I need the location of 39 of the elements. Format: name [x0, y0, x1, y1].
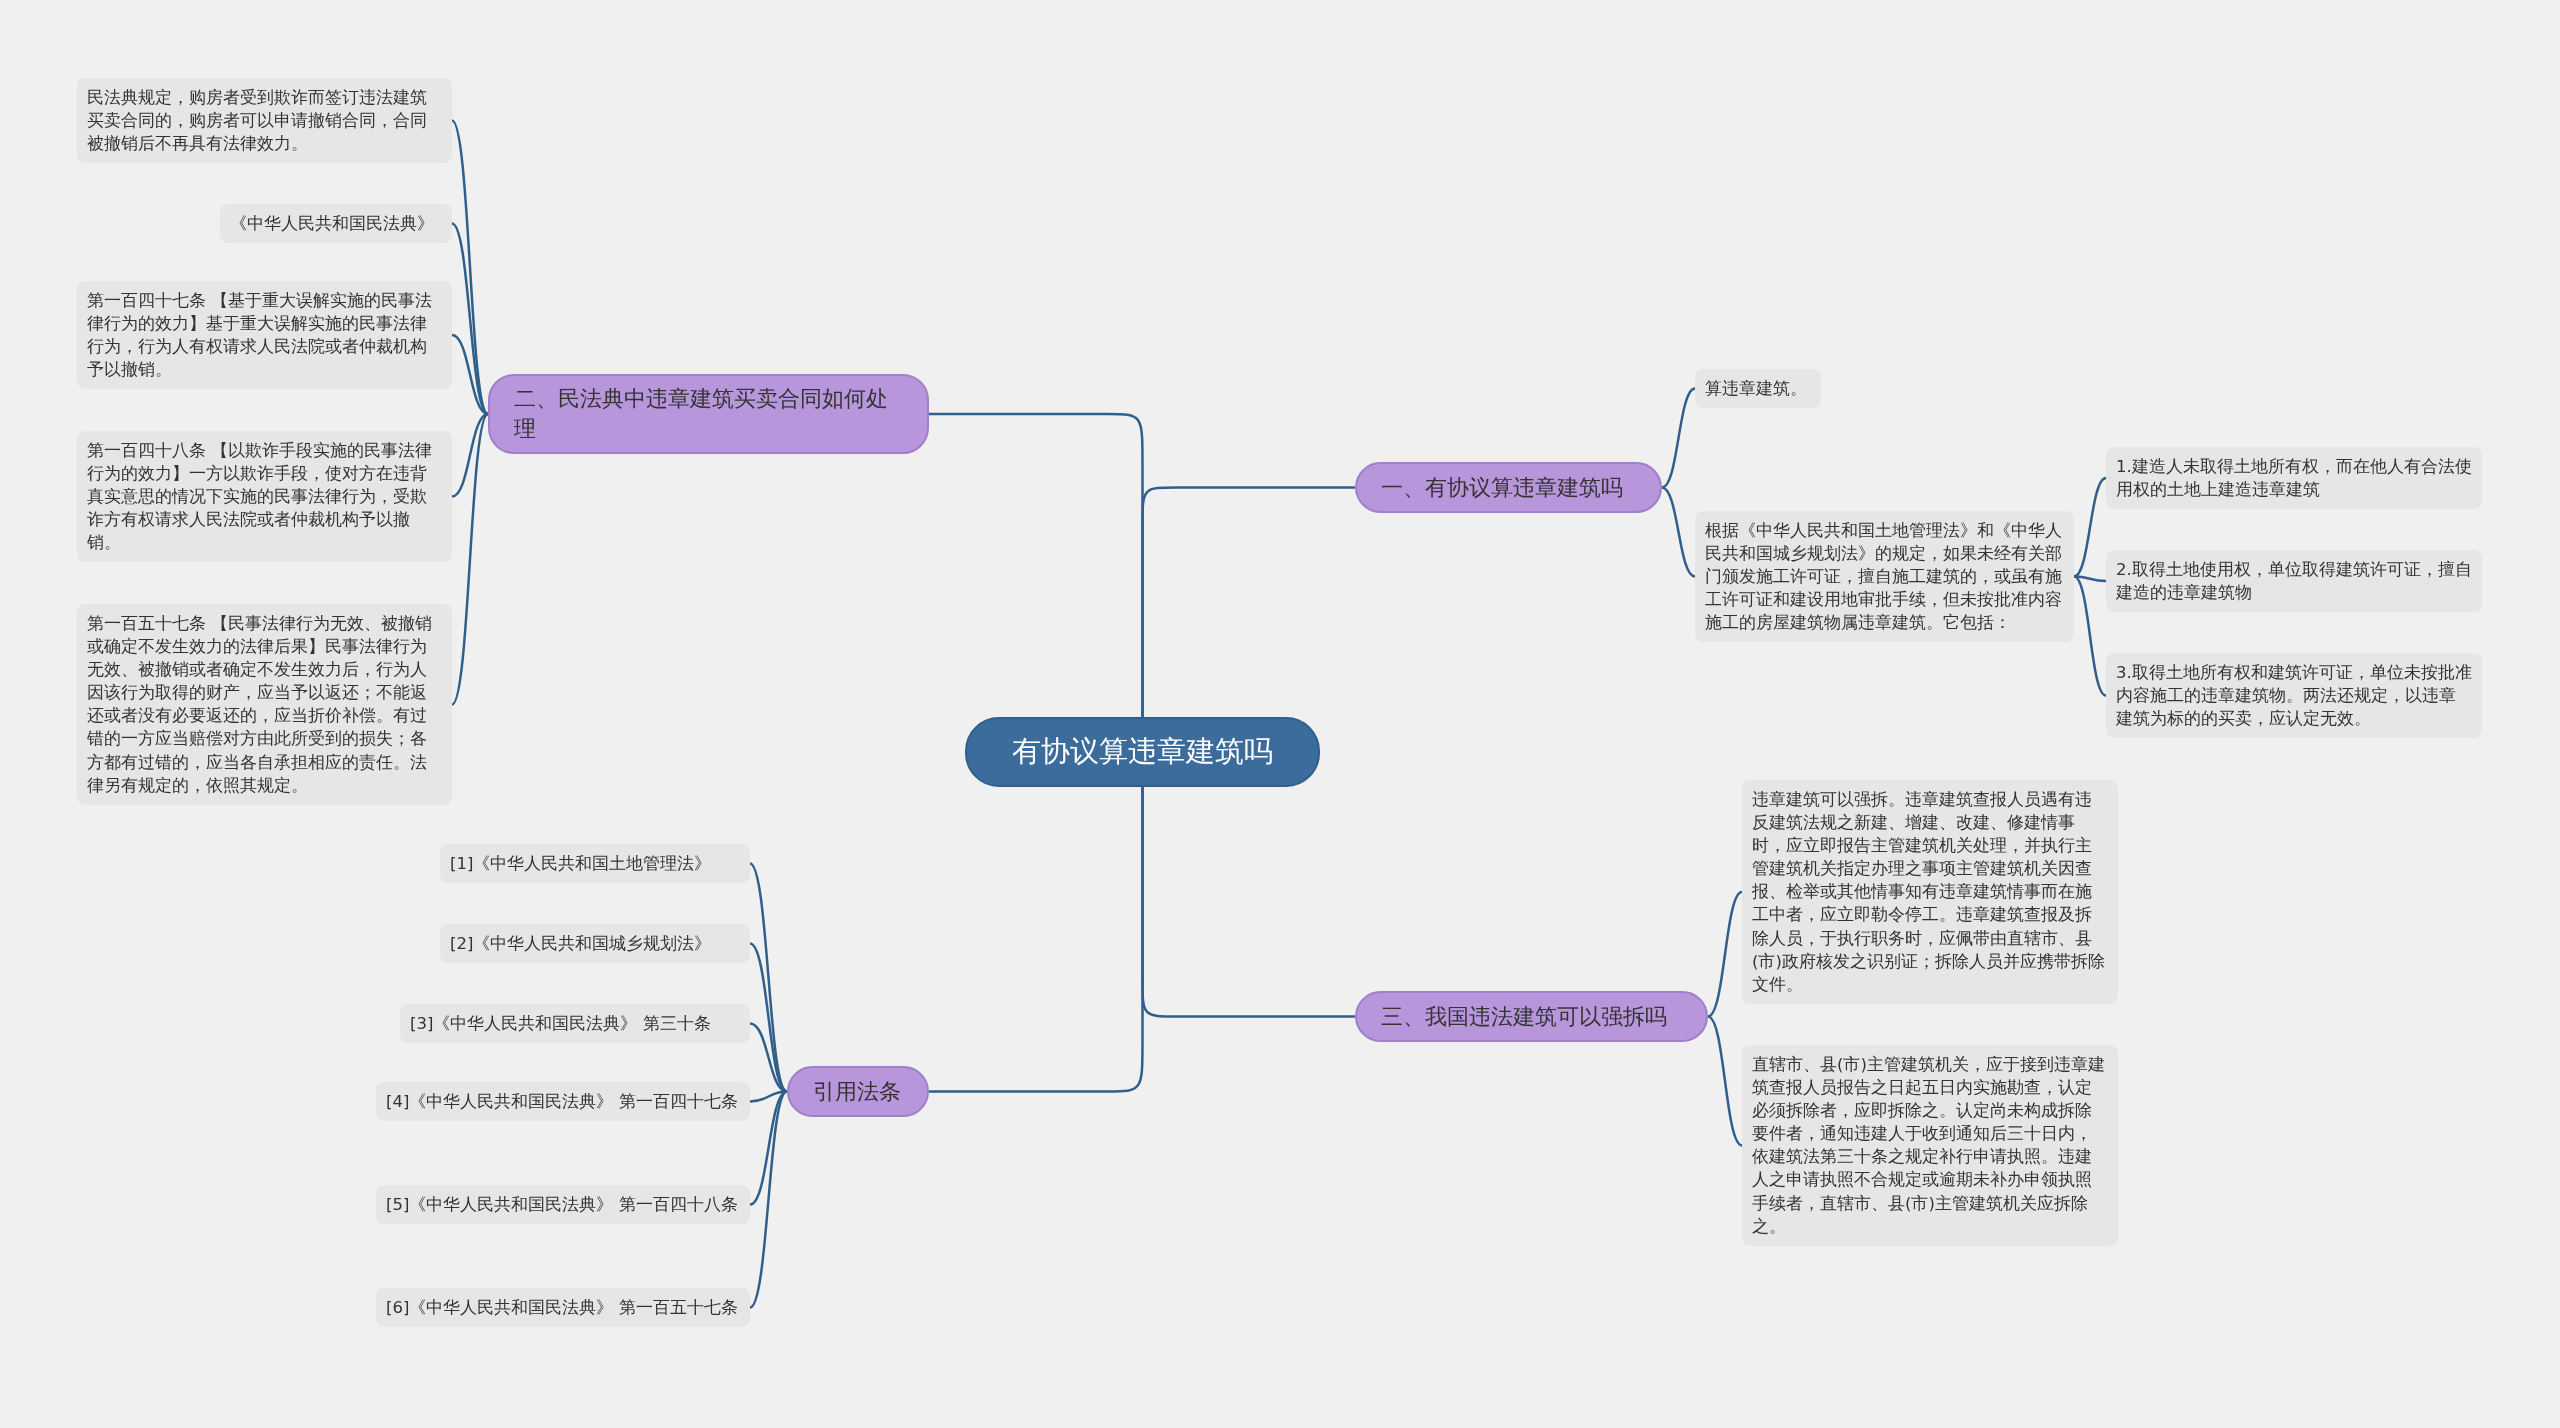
text-card: 第一百四十八条 【以欺诈手段实施的民事法律行为的效力】一方以欺诈手段，使对方在违背真实意思的情况下实施的民事法律行为，受欺诈方有权请求人民法院或者仲裁机构予以撤销。: [77, 431, 452, 563]
text-card: 民法典规定，购房者受到欺诈而签订违法建筑买卖合同的，购房者可以申请撤销合同，合同被撤销后不再具有法律效力。: [77, 78, 452, 164]
connector-line: [451, 222, 489, 415]
branch-topic: 一、有协议算违章建筑吗: [1355, 462, 1662, 513]
connector-line: [929, 787, 1144, 1093]
connector-line: [1707, 890, 1743, 1018]
connector-line: [1661, 486, 1696, 578]
text-card: [3]《中华人民共和国民法典》 第三十条: [400, 1004, 750, 1044]
branch-topic: 引用法条: [787, 1066, 929, 1117]
text-card: 1.建造人未取得土地所有权，而在他人有合法使用权的土地上建造违章建筑: [2106, 447, 2482, 510]
text-card: 直辖市、县(市)主管建筑机关，应于接到违章建筑查报人员报告之日起五日内实施勘查，认定必须拆除者，应即拆除之。认定尚未构成拆除要件者，通知违建人于收到通知后三十日内，依建筑法第三十条之规定补行申请执照。违建人之申请执照不合规定或逾期未补办申领执照手续者，直辖市、县(市)主管建筑机关应拆除之。: [1742, 1045, 2118, 1246]
central-topic: 有协议算违章建筑吗: [965, 717, 1320, 787]
text-card: 《中华人民共和国民法典》: [220, 204, 452, 244]
connector-line: [749, 942, 788, 1093]
connector-line: [1661, 387, 1696, 489]
connector-line: [2073, 575, 2107, 697]
connector-line: [2073, 476, 2107, 578]
text-card: [4]《中华人民共和国民法典》 第一百四十七条: [376, 1082, 750, 1122]
text-card: 2.取得土地使用权，单位取得建筑许可证，擅自建造的违章建筑物: [2106, 550, 2482, 613]
connector-line: [451, 413, 489, 706]
branch-topic: 三、我国违法建筑可以强拆吗: [1355, 991, 1708, 1042]
text-card: [5]《中华人民共和国民法典》 第一百四十八条: [376, 1185, 750, 1225]
branch-topic: 二、民法典中违章建筑买卖合同如何处理: [488, 374, 929, 454]
connector-line: [929, 412, 1144, 717]
connector-line: [749, 862, 788, 1093]
connector-line: [451, 412, 489, 498]
text-card: [2]《中华人民共和国城乡规划法》: [440, 924, 750, 964]
text-card: [6]《中华人民共和国民法典》 第一百五十七条: [376, 1288, 750, 1328]
text-card: 算违章建筑。: [1695, 369, 1821, 409]
text-card: 第一百四十七条 【基于重大误解实施的民事法律行为的效力】基于重大误解实施的民事法律行为，行为人有权请求人民法院或者仲裁机构予以撤销。: [77, 281, 452, 390]
text-card: 第一百五十七条 【民事法律行为无效、被撤销或确定不发生效力的法律后果】民事法律行为无效、被撤销或者确定不发生效力后，行为人因该行为取得的财产，应当予以返还；不能返还或者没有必要返还的，应当折价补偿。有过错的一方应当赔偿对方由此所受到的损失；各方都有过错的，应当各自承担相应的责任。法律另有规定的，依照其规定。: [77, 604, 452, 805]
connector-line: [749, 1090, 788, 1309]
connector-line: [749, 1090, 788, 1206]
text-card: [1]《中华人民共和国土地管理法》: [440, 844, 750, 884]
text-card: 根据《中华人民共和国土地管理法》和《中华人民共和国城乡规划法》的规定，如果未经有关部门颁发施工许可证，擅自施工建筑的，或虽有施工许可证和建设用地审批手续，但未按批准内容施工的房屋建筑物属违章建筑。它包括：: [1695, 511, 2074, 643]
text-card: 3.取得土地所有权和建筑许可证，单位未按批准内容施工的违章建筑物。两法还规定，以违章建筑为标的的买卖，应认定无效。: [2106, 653, 2482, 739]
connector-line: [1707, 1015, 1743, 1147]
connector-line: [451, 119, 489, 415]
text-card: 违章建筑可以强拆。违章建筑查报人员遇有违反建筑法规之新建、增建、改建、修建情事时，应立即报告主管建筑机关处理，并执行主管建筑机关指定办理之事项主管建筑机关因查报、检举或其他情事知有违章建筑情事而在施工中者，应立即勒令停工。违章建筑查报及拆除人员，于执行职务时，应佩带由直辖市、县(市)政府核发之识别证；拆除人员并应携带拆除文件。: [1742, 780, 2118, 1004]
